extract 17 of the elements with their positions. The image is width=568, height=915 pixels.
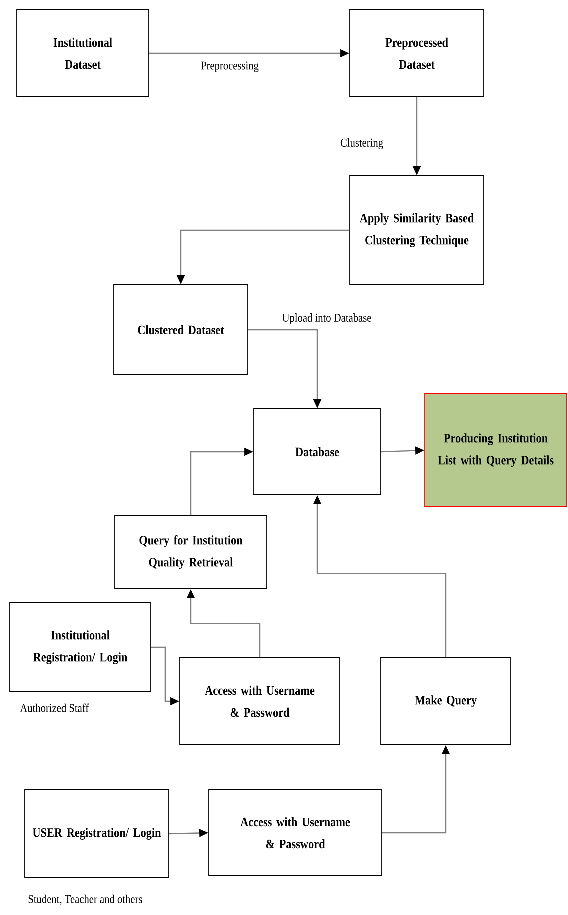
process-box: Make Query — [380, 658, 512, 746]
process-box: Access with Username & Password — [208, 790, 382, 876]
caption-text: Student, Teacher and others — [28, 894, 142, 906]
process-box: Institutional Dataset — [16, 10, 150, 98]
caption-text: Authorized Staff — [20, 704, 90, 712]
process-box: Database — [254, 408, 382, 496]
process-box: Institutional Registration/ Login — [10, 602, 152, 692]
process-box: USER Registration/ Login — [24, 790, 170, 878]
result-box: Producing Institution List with Query Details — [424, 394, 568, 508]
process-box: Apply Similarity Based Clustering Technique — [350, 176, 484, 286]
process-box: Access with Username & Password — [180, 658, 340, 746]
process-box: Query for Institution Quality Retrieval — [114, 516, 268, 590]
edge-label: Preprocessing — [200, 60, 260, 74]
process-box: Clustered Dataset — [114, 284, 248, 376]
edge-label: Clustering — [340, 138, 384, 150]
edge-label: Upload into Database — [281, 312, 373, 326]
process-box: Preprocessed Dataset — [350, 10, 484, 98]
